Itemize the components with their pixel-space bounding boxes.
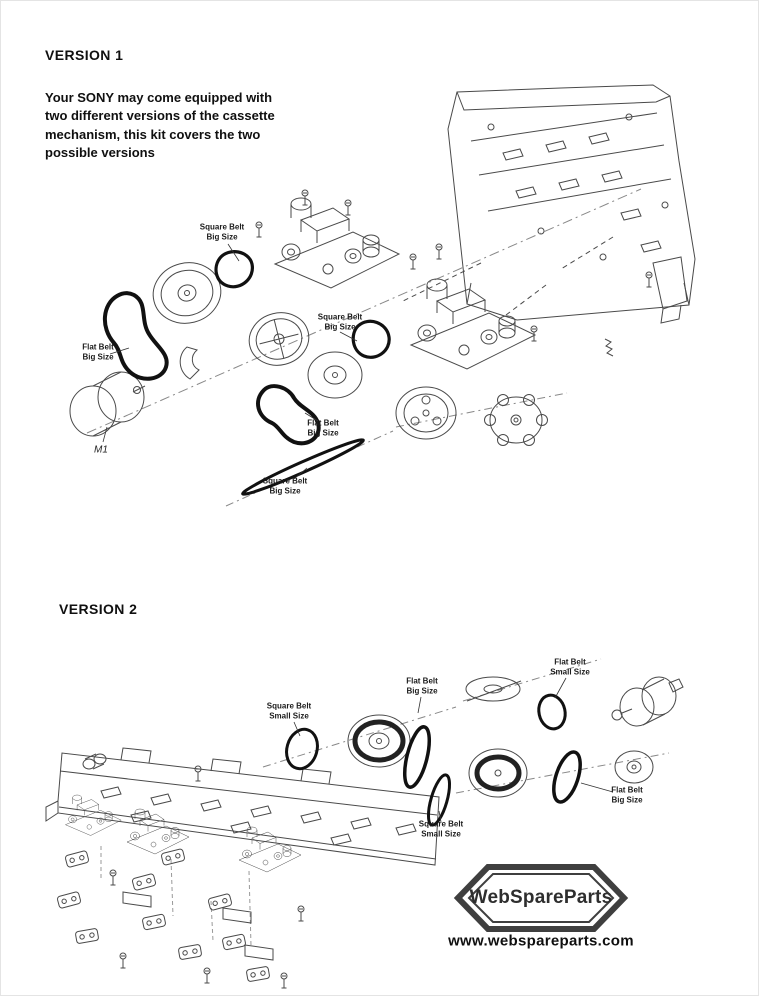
belt-label-v2-square-small-2: Square Belt Small Size	[418, 819, 464, 839]
belt-square-small-1	[285, 727, 319, 771]
description-line: mechanism, this kit covers the two	[45, 126, 261, 142]
belt-label-v1-flat-big-2: Flat Belt Big Size	[307, 418, 339, 438]
screws-v1	[255, 189, 653, 357]
mechanism-assembly-2	[410, 278, 536, 370]
leader-lines-v2	[293, 677, 614, 823]
webspareparts-logo-hexagon	[453, 864, 629, 932]
belt-square-small-2	[426, 773, 452, 827]
belt-label-v2-flat-big-bottom: Flat Belt Big Size	[611, 785, 643, 805]
axis-line	[86, 188, 642, 434]
belt-label-v1-flat-big-1: Flat Belt Big Size	[82, 342, 114, 362]
version1-diagram	[69, 84, 696, 507]
flywheel-pulley-2	[248, 312, 310, 366]
description-line: Your SONY may come equipped with	[45, 90, 273, 105]
belt-flat-big-top	[402, 725, 432, 789]
version2-heading: VERSION 2	[59, 601, 138, 617]
belt-label-v1-square-big-3: Square Belt Big Size	[262, 476, 308, 496]
belt-flat-small	[537, 693, 567, 731]
mechanism-assembly-1	[274, 197, 400, 289]
big-pulley-a	[347, 714, 411, 768]
pulley-3	[307, 351, 363, 399]
belt-square-big-1	[214, 250, 254, 289]
disc-pulley	[465, 676, 522, 702]
pin-and-screw	[82, 753, 202, 782]
belt-label-v2-square-small-1: Square Belt Small Size	[266, 701, 312, 721]
motor-v2	[611, 676, 684, 727]
belt-label-v1-square-big-1: Square Belt Big Size	[199, 222, 245, 242]
small-pulley-right	[614, 750, 654, 784]
axis-line	[262, 706, 457, 768]
website-url-text: www.webspareparts.com	[448, 932, 634, 950]
half-bracket	[179, 346, 200, 380]
spring	[604, 338, 614, 357]
motor-m1-label: M1	[94, 444, 108, 456]
description-line: two different versions of the cassette	[45, 108, 275, 124]
belt-label-v2-flat-big-top: Flat Belt Big Size	[406, 676, 438, 696]
pulley-with-holes	[395, 386, 457, 440]
motor-m1	[69, 371, 146, 437]
belt-label-v1-square-big-2: Square Belt Big Size	[317, 312, 363, 332]
belt-flat-big-bottom	[552, 750, 582, 804]
version1-description: Your SONY may come equipped with two dif…	[45, 89, 275, 163]
belt-square-big-2	[351, 319, 391, 359]
leader-lines-v1	[102, 243, 358, 480]
sprocket-wheel	[484, 394, 548, 446]
big-pulley-b	[468, 748, 528, 798]
description-line: possible versions	[45, 145, 155, 161]
webspareparts-brand-text: WebSpareParts	[469, 887, 613, 908]
bottom-hardware	[56, 848, 305, 989]
flywheel-pulley-1	[152, 262, 222, 324]
belt-flat-big-1	[103, 291, 169, 381]
version2-diagram	[45, 658, 684, 989]
version1-heading: VERSION 1	[45, 47, 124, 63]
chassis-plate-v1	[402, 84, 696, 324]
belt-label-v2-flat-small: Flat Belt Small Size	[550, 657, 590, 677]
axis-line	[395, 392, 568, 428]
chassis-plate-v2	[45, 747, 440, 873]
belt-flat-big-2	[256, 384, 321, 446]
belt-square-big-3	[241, 438, 365, 496]
